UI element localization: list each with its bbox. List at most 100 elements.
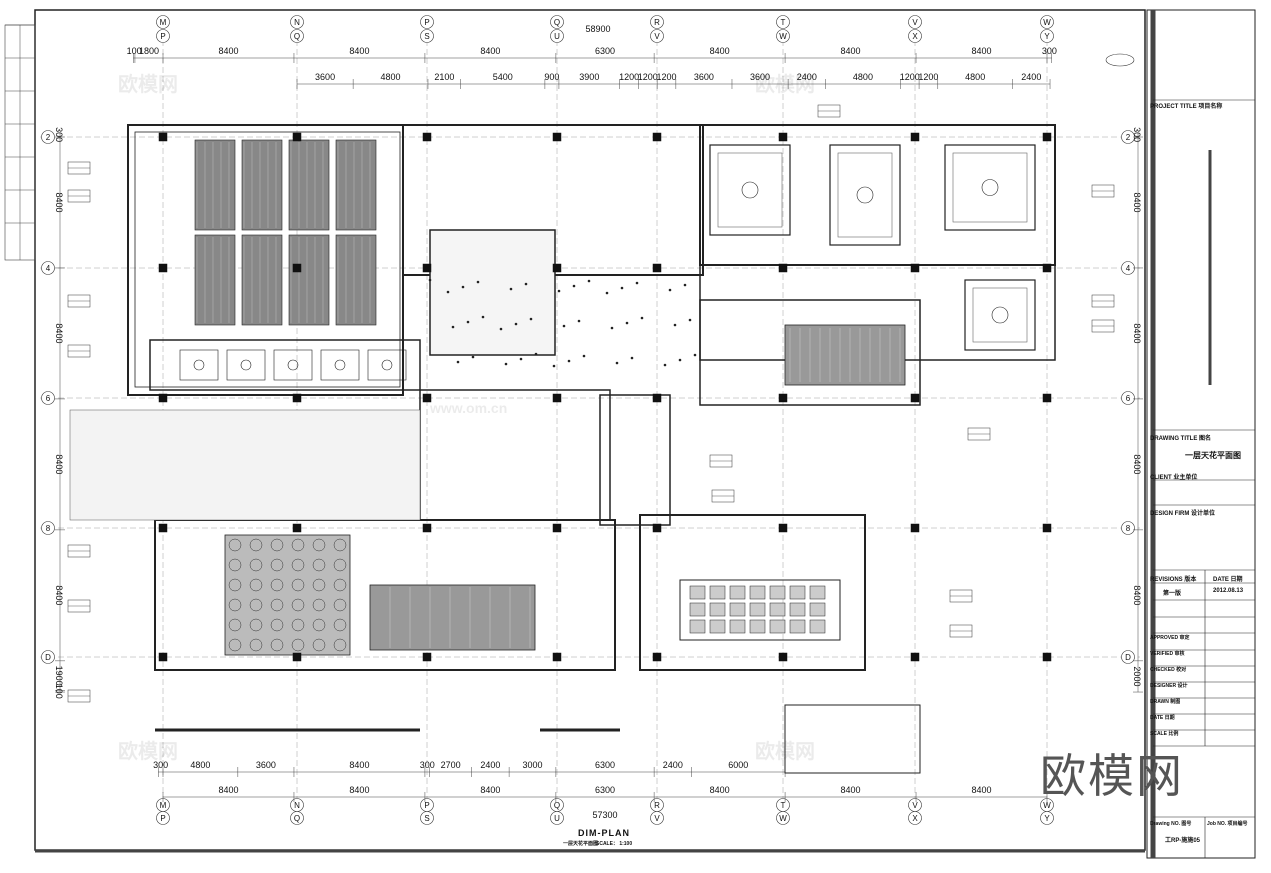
axis-label: 4	[1126, 264, 1131, 273]
dimension-text-right: 2000	[1132, 666, 1142, 686]
downlight-icon	[683, 283, 687, 287]
structural-column	[778, 523, 788, 533]
dimension-text-bottom: 300	[153, 760, 168, 770]
axis-bubble	[420, 811, 434, 825]
ceiling-tile	[709, 619, 726, 634]
downlight-icon	[567, 359, 571, 363]
downlight-icon	[615, 361, 619, 365]
dimension-text-top: 1800	[139, 46, 159, 56]
drawing-title-label: DRAWING TITLE 图名	[1150, 436, 1211, 442]
light-fixture-icon	[287, 359, 299, 371]
axis-label: V	[912, 801, 918, 810]
floor-pattern	[333, 618, 347, 632]
axis-label: W	[1043, 18, 1051, 27]
downlight-icon	[514, 322, 518, 326]
ceiling-tile	[809, 585, 826, 600]
downlight-icon	[688, 318, 692, 322]
axis-bubble	[908, 15, 922, 29]
axis-label: Y	[1044, 32, 1050, 41]
axis-label: R	[654, 18, 660, 27]
downlight-icon	[668, 288, 672, 292]
structural-column	[652, 393, 662, 403]
dimension-text-bottom: 3600	[256, 760, 276, 770]
ceiling-tile	[789, 602, 806, 617]
downlight-icon	[625, 321, 629, 325]
dimension-text-top: 4800	[381, 72, 401, 82]
axis-bubble	[550, 15, 564, 29]
dimension-text-bottom: 8400	[349, 785, 369, 795]
axis-label: 4	[46, 264, 51, 273]
downlight-icon	[557, 289, 561, 293]
dimension-text-right: 8400	[1132, 585, 1142, 605]
dimension-text-top: 8400	[218, 46, 238, 56]
axis-label: 6	[46, 394, 51, 403]
floor-pattern	[270, 638, 284, 652]
ceiling-tile	[689, 619, 706, 634]
downlight-icon	[605, 291, 609, 295]
light-fixture-icon	[193, 359, 205, 371]
drawing-title: 一层天花平面图	[1185, 451, 1241, 460]
floor-pattern	[270, 538, 284, 552]
dimension-text-top: 3600	[315, 72, 335, 82]
axis-label: P	[160, 814, 165, 823]
downlight-icon	[582, 354, 586, 358]
axis-label: Q	[294, 814, 300, 823]
watermark: 欧模网	[118, 741, 178, 763]
dimension-text-top: 3900	[579, 72, 599, 82]
ceiling-panel	[194, 139, 236, 231]
floor-pattern	[291, 598, 305, 612]
downlight-icon	[587, 279, 591, 283]
floor-pattern	[228, 618, 242, 632]
structural-column	[292, 652, 302, 662]
structural-column	[1042, 263, 1052, 273]
light-fixture-icon	[240, 359, 252, 371]
signoff-label: DRAWN 制图	[1150, 699, 1181, 705]
patterned-floor	[224, 534, 351, 656]
axis-bubble	[420, 29, 434, 43]
axis-bubble	[290, 811, 304, 825]
axis-label: S	[424, 32, 429, 41]
axis-label: R	[654, 801, 660, 810]
ceiling-coffer	[829, 144, 901, 246]
structural-column	[158, 263, 168, 273]
axis-bubble	[550, 811, 564, 825]
axis-bubble	[908, 29, 922, 43]
floor-pattern	[291, 618, 305, 632]
structural-column	[1042, 132, 1052, 142]
floor-pattern	[270, 618, 284, 632]
structural-column	[1042, 523, 1052, 533]
downlight-icon	[466, 320, 470, 324]
axis-label: M	[160, 18, 167, 27]
structural-column	[910, 652, 920, 662]
ceiling-tile	[749, 602, 766, 617]
structural-column	[292, 393, 302, 403]
floor-pattern	[333, 578, 347, 592]
downlight-icon	[640, 316, 644, 320]
plan-caption-title: DIM-PLAN	[578, 828, 630, 838]
axis-bubble	[1040, 811, 1054, 825]
downlight-icon	[630, 356, 634, 360]
wall-inner	[134, 131, 401, 388]
axis-bubble	[776, 15, 790, 29]
dimension-text-top: 6300	[595, 46, 615, 56]
axis-bubble	[290, 15, 304, 29]
axis-bubble	[290, 29, 304, 43]
ceiling-light-box	[226, 349, 266, 381]
downlight-icon	[577, 319, 581, 323]
axis-label: 2	[1126, 133, 1131, 142]
dimension-text-top: 2100	[434, 72, 454, 82]
ceiling-coffer-inner	[952, 152, 1028, 223]
axis-bubble	[1040, 29, 1054, 43]
dimension-text-bottom: 2700	[441, 760, 461, 770]
wall-north-east	[699, 124, 1056, 266]
axis-label: V	[654, 32, 660, 41]
structural-column	[652, 652, 662, 662]
axis-label: X	[912, 814, 918, 823]
floor-pattern	[249, 558, 263, 572]
axis-label: 8	[46, 524, 51, 533]
north-arrow-icon	[1105, 53, 1135, 67]
axis-bubble	[650, 29, 664, 43]
revision-value: 第一版	[1163, 591, 1182, 597]
axis-label: V	[912, 18, 918, 27]
downlight-icon	[678, 358, 682, 362]
